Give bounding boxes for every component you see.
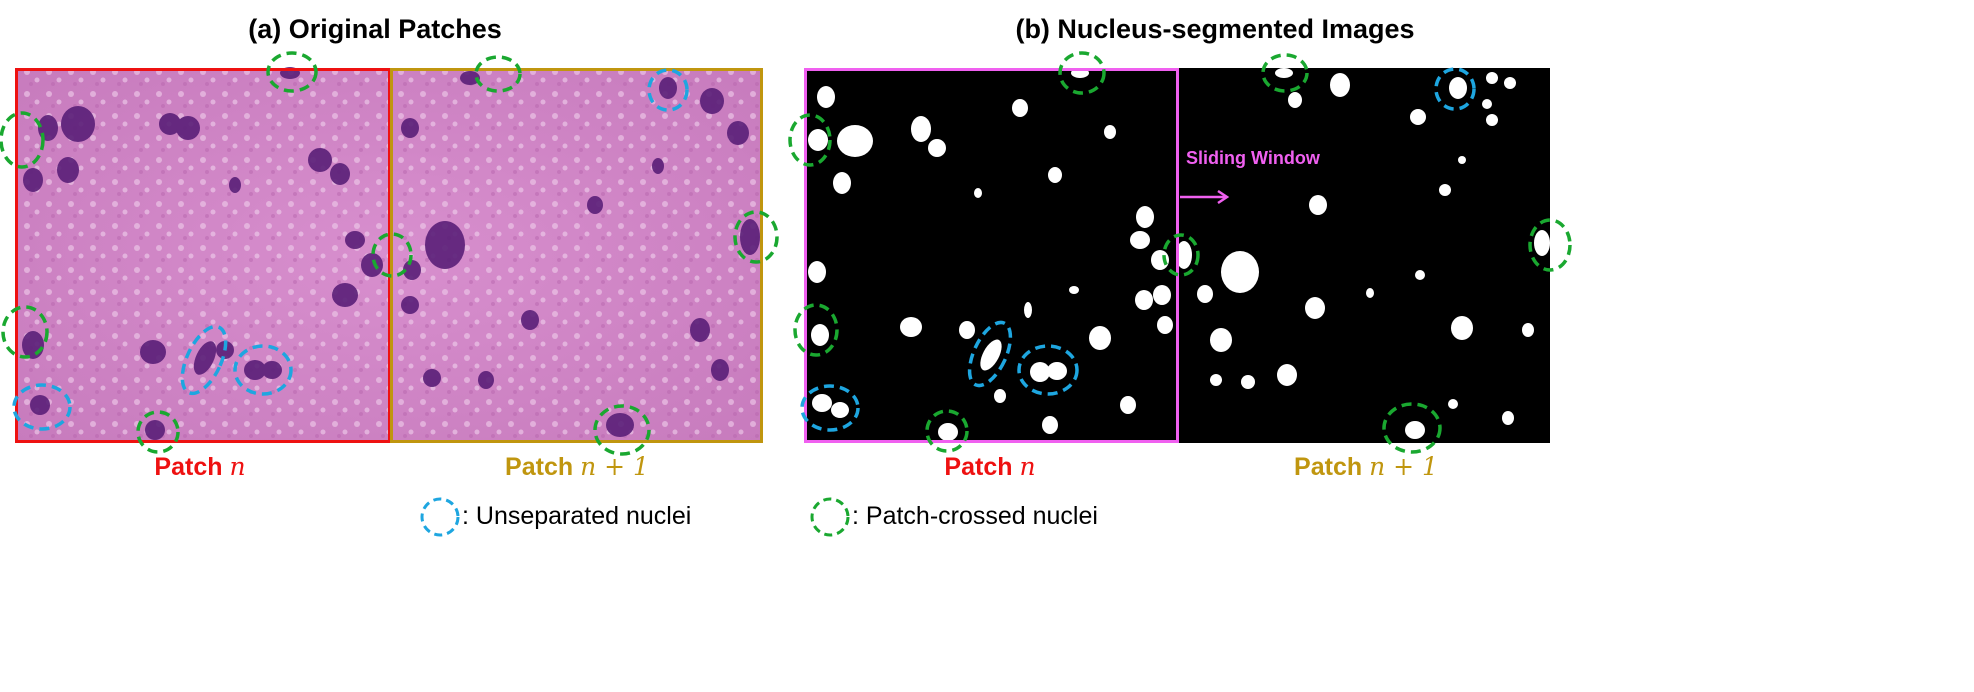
panel-b-title: (b) Nucleus-segmented Images bbox=[1015, 14, 1415, 44]
panel-b-patch-n-label: Patch n bbox=[944, 452, 1035, 482]
panel-a-patch-n-label: Patch n bbox=[154, 452, 245, 482]
patch-label-var: n + 1 bbox=[580, 452, 649, 481]
stained-nuclei bbox=[22, 67, 760, 440]
patch-label-text: Patch bbox=[505, 453, 574, 481]
segmented-nuclei bbox=[808, 68, 1550, 441]
sliding-arrow-icon bbox=[1180, 189, 1230, 205]
patch-label-text: Patch bbox=[1294, 453, 1363, 481]
patch-label-var: n bbox=[1019, 452, 1036, 481]
patch-crossed-markers bbox=[0, 51, 1572, 456]
sliding-window-frame bbox=[804, 68, 1179, 443]
patch-n-frame bbox=[15, 68, 391, 443]
legend-patch-crossed: : Patch-crossed nuclei bbox=[852, 502, 1098, 530]
sliding-window-label: Sliding Window bbox=[1186, 148, 1320, 168]
unseparated-legend-icon bbox=[420, 497, 460, 537]
patch-label-var: n bbox=[229, 452, 246, 481]
panel-a-patch-n1-label: Patch n + 1 bbox=[505, 452, 649, 482]
panel-b-patch-n1-label: Patch n + 1 bbox=[1294, 452, 1438, 482]
patch-label-text: Patch bbox=[154, 453, 223, 481]
patch-label-text: Patch bbox=[944, 453, 1013, 481]
patch-label-var: n + 1 bbox=[1369, 452, 1438, 481]
legend-unseparated: : Unseparated nuclei bbox=[462, 502, 692, 530]
panel-a-title: (a) Original Patches bbox=[248, 14, 502, 44]
patch-crossed-legend-icon bbox=[810, 497, 850, 537]
patch-n1-frame bbox=[390, 68, 763, 443]
unseparated-markers bbox=[12, 67, 1476, 432]
